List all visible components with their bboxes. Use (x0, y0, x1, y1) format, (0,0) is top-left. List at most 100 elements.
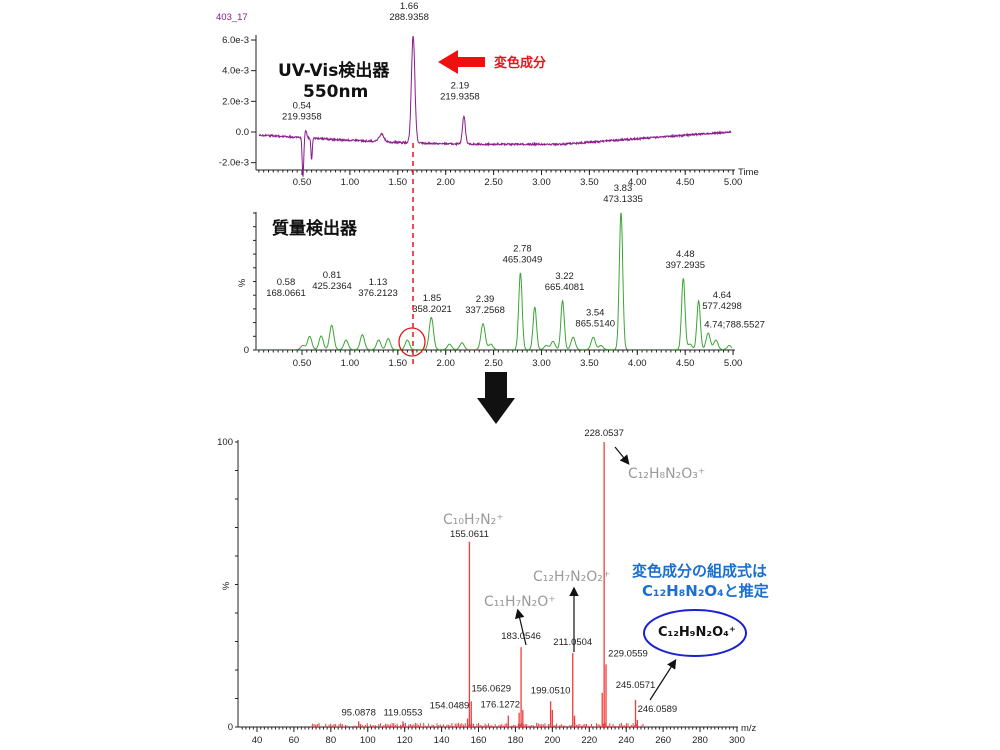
peak-label: 246.0589 (638, 704, 678, 715)
discolor-component-label: 変色成分 (494, 55, 546, 71)
peak-label: 156.0629 (471, 683, 511, 694)
peak-label-mz: 425.2364 (312, 281, 352, 292)
x-tick-label: 1.00 (341, 358, 360, 369)
x-tick-label: 60 (289, 735, 300, 746)
x-tick-label: 40 (252, 735, 263, 746)
formula-annotation: C₁₁H₇N₂O⁺ (484, 594, 556, 610)
highlight-ellipse (643, 609, 747, 657)
peak-label-rt: 0.58 (277, 277, 296, 288)
chart-title: 403_17 (216, 12, 248, 23)
x-tick-label: 140 (434, 735, 450, 746)
x-tick-label: 2.50 (484, 177, 503, 188)
x-tick-label: 1.50 (389, 358, 408, 369)
x-tick-label: 120 (397, 735, 413, 746)
highlight-circle (398, 327, 426, 357)
x-tick-label: 300 (729, 735, 745, 746)
peak-label-mz: 219.9358 (282, 111, 322, 122)
peak-label: 4.74;788.5527 (704, 320, 765, 331)
peak-label: 228.0537 (584, 428, 624, 439)
y-tick-label: 100 (217, 437, 233, 448)
peak-label: 199.0510 (531, 685, 571, 696)
arrow-icon (649, 658, 677, 701)
peak-label-rt: 2.19 (451, 81, 470, 92)
x-tick-label: 3.50 (580, 177, 599, 188)
peak-label-rt: 4.48 (676, 249, 695, 260)
peak-label: 183.0546 (501, 631, 541, 642)
peak-label-rt: 2.78 (513, 243, 532, 254)
x-tick-label: 280 (692, 735, 708, 746)
y-tick-label: 2.0e-3 (222, 96, 249, 107)
x-tick-label: 2.00 (436, 358, 455, 369)
peak-label-mz: 665.4081 (545, 282, 585, 293)
peak-label: 119.0553 (383, 707, 422, 718)
peak-label-mz: 337.2568 (465, 305, 505, 316)
x-tick-label: 5.00 (724, 177, 743, 188)
x-tick-label: 4.50 (676, 358, 695, 369)
x-tick-label: 160 (471, 735, 487, 746)
y-tick-label: 0.0 (236, 127, 249, 138)
peak-label-mz: 473.1335 (603, 194, 643, 205)
peak-label-rt: 4.64 (713, 290, 732, 301)
y-tick-label: 0 (244, 345, 249, 356)
x-tick-label: 4.00 (628, 358, 647, 369)
x-tick-label: 80 (326, 735, 337, 746)
peak-label-rt: 3.54 (586, 308, 605, 319)
annotations: UV-Vis検出器 550nm 変色成分 質量検出器 変色成分の組成式は C₁₂… (272, 50, 769, 657)
peak-label-rt: 1.66 (400, 1, 419, 12)
peak-label: 95.0878 (342, 707, 376, 718)
peak-label-mz: 865.5140 (575, 319, 615, 330)
uv-trace (258, 35, 732, 177)
x-tick-label: 200 (544, 735, 560, 746)
x-tick-label: 4.00 (628, 177, 647, 188)
peak-label: 229.0559 (608, 648, 648, 659)
y-axis-label: % (221, 581, 232, 590)
x-tick-label: 220 (581, 735, 597, 746)
formula-annotation: C₁₂H₇N₂O₂⁺ (533, 569, 610, 585)
y-tick-label: 4.0e-3 (222, 66, 249, 77)
peak-label-mz: 358.2021 (412, 304, 452, 315)
peak-label-rt: 2.39 (476, 294, 495, 305)
formula-annotation: C₁₀H₇N₂⁺ (443, 512, 504, 528)
peak-label: 176.1272 (480, 700, 520, 711)
x-axis-label: Time (738, 167, 759, 178)
y-tick-label: -2.0e-3 (219, 158, 249, 169)
x-tick-label: 0.50 (293, 358, 312, 369)
y-tick-label: 6.0e-3 (222, 35, 249, 46)
peak-label-mz: 465.3049 (503, 254, 543, 265)
x-tick-label: 2.50 (484, 358, 503, 369)
x-tick-label: 260 (655, 735, 671, 746)
x-tick-label: 3.50 (580, 358, 599, 369)
x-tick-label: 100 (360, 735, 376, 746)
x-tick-label: 2.00 (436, 177, 455, 188)
x-axis-label: m/z (741, 723, 757, 734)
x-tick-label: 4.50 (676, 177, 695, 188)
peak-label-rt: 3.83 (614, 183, 633, 194)
peak-label-mz: 168.0661 (266, 288, 306, 299)
x-tick-label: 1.50 (389, 177, 408, 188)
conclusion-line-1: 変色成分の組成式は (632, 562, 767, 580)
x-tick-label: 180 (508, 735, 524, 746)
peak-label: 155.0611 (450, 529, 489, 540)
peak-label-rt: 0.81 (323, 270, 342, 281)
peak-label-mz: 577.4298 (702, 301, 742, 312)
red-arrow-icon (438, 50, 485, 74)
peak-label-mz: 219.9358 (440, 92, 480, 103)
down-arrow-icon (477, 372, 515, 424)
x-tick-label: 3.00 (532, 358, 551, 369)
peak-label: 211.0504 (553, 637, 592, 648)
arrow-icon (514, 608, 527, 646)
peak-label: 245.0571 (616, 680, 656, 691)
peak-label-rt: 1.13 (369, 277, 388, 288)
formula-annotation: C₁₂H₈N₂O₃⁺ (628, 466, 705, 482)
conclusion-line-2: C₁₂H₈N₂O₄と推定 (642, 582, 769, 600)
mass-detector-label: 質量検出器 (272, 218, 358, 239)
peak-label: 154.0489 (430, 700, 470, 711)
x-tick-label: 1.00 (341, 177, 360, 188)
x-tick-label: 240 (618, 735, 634, 746)
y-axis-label: % (237, 278, 248, 287)
peak-label-rt: 3.22 (555, 271, 574, 282)
